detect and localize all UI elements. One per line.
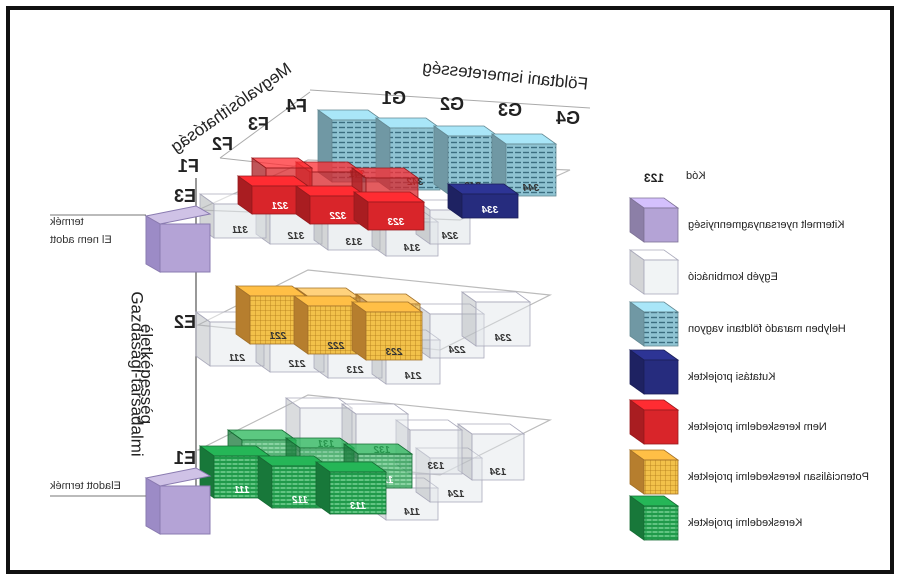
cube-code-label: 313: [345, 237, 362, 248]
legend-item-label: Kereskedelmi projektek: [688, 517, 803, 529]
cube-grey: 131: [284, 397, 354, 453]
cube-code-label: 234: [494, 333, 512, 344]
legend-code-sample: 123: [644, 171, 664, 185]
cube-code-label: 221: [269, 331, 287, 342]
f4-label: F4: [286, 96, 308, 116]
unsold-product-label-line2: El nem adott: [50, 234, 112, 246]
cube-code-label: 323: [387, 217, 404, 228]
teal-grid-cube-icon: [628, 301, 680, 347]
cube-code-label: 314: [403, 243, 420, 254]
orange-grid-cube-icon: [628, 449, 680, 495]
f3-label: F3: [248, 114, 270, 134]
cube-code-label: 124: [447, 489, 464, 500]
cube-orange: 223: [350, 301, 424, 361]
side-connector-lines: [50, 214, 146, 497]
cube-code-label: 113: [350, 501, 366, 512]
g4-label: G4: [556, 108, 581, 128]
transparent-cube-icon: [628, 249, 680, 295]
cube-code-label: 311: [232, 225, 248, 236]
legend-item-label: Kutatási projektek: [688, 371, 776, 383]
cube-code-label: 211: [229, 353, 246, 364]
g2-label: G2: [440, 94, 465, 114]
layer-e3: 3123133143113243413423433443343323333313…: [198, 109, 558, 257]
cube-code-label: 224: [448, 345, 466, 356]
legend-item-label: Helyben maradó földtani vagyon: [688, 323, 846, 335]
f2-label: F2: [212, 134, 234, 154]
cube-code-label: 322: [329, 211, 346, 222]
e3-label: E3: [174, 186, 197, 206]
cube-code-label: 212: [288, 359, 306, 370]
cube-code-label: 324: [441, 231, 458, 242]
g1-label: G1: [382, 88, 407, 108]
cube-code-label: 344: [522, 183, 539, 194]
cube-code-label: 213: [346, 365, 364, 376]
cube-code-label: 114: [404, 507, 420, 518]
f1-label: F1: [178, 156, 200, 176]
cube-code-label: 134: [489, 467, 506, 478]
extracted-quantity-cube-bottom: [144, 467, 212, 535]
cube-navy: 334: [446, 183, 520, 219]
navy-cube-icon: [628, 349, 680, 395]
legend-item-label: Kitermelt nyersanyagmennyiség: [688, 219, 845, 231]
z-axis-title-line2: életképesség: [137, 323, 157, 425]
legend-code-label: Kód: [686, 170, 706, 182]
cube-grey: 224: [414, 303, 486, 359]
svg-text:123: 123: [644, 171, 664, 185]
cube-teal: 344: [490, 133, 558, 197]
purple-cube-icon: [628, 197, 680, 243]
layer-e2: 211212213214224234231232221222223: [194, 285, 532, 385]
diagram-frame: 3123133143113243413423433443343323333313…: [6, 6, 894, 574]
cube-code-label: 214: [404, 371, 422, 382]
cube-code-label: 222: [327, 341, 345, 352]
sold-product-label: Eladott termék: [50, 480, 121, 492]
cube-green: 113: [314, 461, 388, 515]
cube-orange: 221: [234, 285, 308, 345]
cube-code-label: 111: [234, 485, 250, 496]
legend-item-label: Potenciálisan kereskedelmi projektek: [688, 471, 869, 483]
cube-code-label: 312: [287, 231, 304, 242]
cube-code-label: 223: [385, 347, 403, 358]
cube-code-label: 321: [271, 201, 288, 212]
unfc-3d-diagram: 3123133143113243413423433443343323333313…: [50, 89, 680, 541]
unsold-product-label-line1: termék: [50, 216, 84, 228]
cube-code-label: 133: [427, 461, 444, 472]
legend-item-label: Egyéb kombináció: [688, 271, 778, 283]
legend-swatches: [628, 197, 680, 541]
green-grid-cube-icon: [628, 495, 680, 541]
legend-item-label: Nem kereskedelmi projektek: [688, 421, 827, 433]
cube-code-label: 112: [292, 495, 308, 506]
cube-red: 323: [352, 191, 426, 231]
e1-label: E1: [174, 448, 197, 468]
layer-e1: 114124134133131132121122123111112113: [198, 397, 526, 521]
e2-label: E2: [174, 312, 197, 332]
g3-label: G3: [498, 100, 523, 120]
cube-grey: 134: [456, 423, 526, 481]
extracted-quantity-cube-top: [144, 205, 212, 273]
red-cube-icon: [628, 399, 680, 445]
cube-grey: 234: [460, 291, 532, 347]
cube-code-label: 334: [481, 205, 498, 216]
